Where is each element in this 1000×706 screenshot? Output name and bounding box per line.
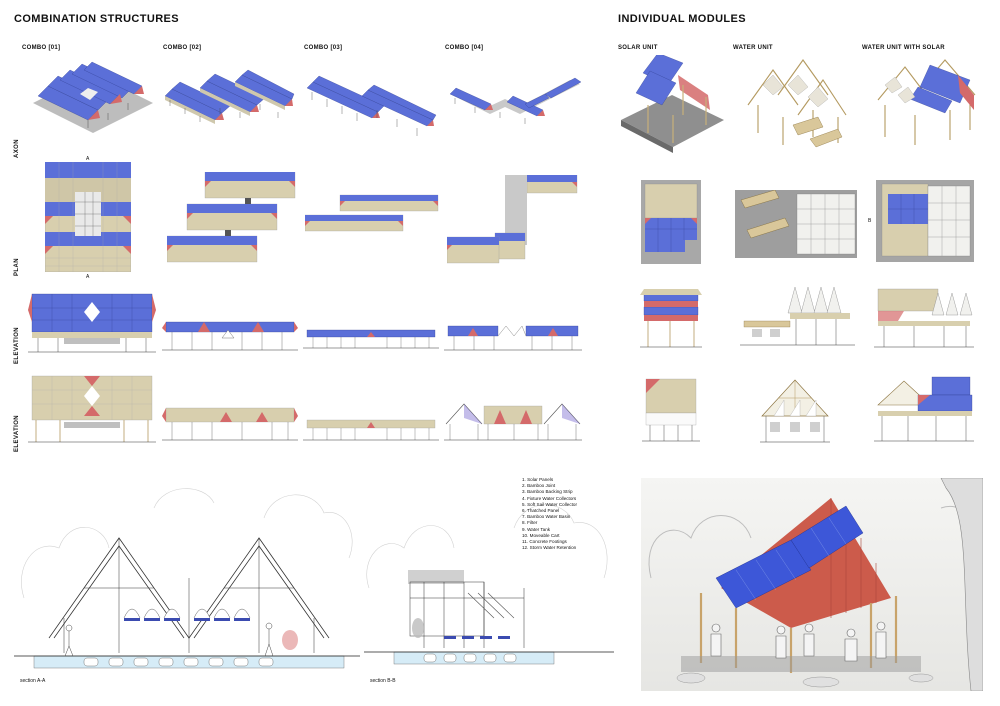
section-a-a-drawing: section A-A	[14, 478, 360, 690]
water-unit-with-solar-elevation-side	[874, 375, 974, 449]
combo-02-label: COMBO [02]	[163, 45, 202, 51]
legend-item: 8. Filter	[522, 520, 538, 526]
legend-item: 12. Storm Water Retention	[522, 545, 577, 551]
plan-mark-a-top: A	[86, 156, 90, 162]
row-label-axon: AXON	[14, 139, 20, 158]
combination-structures-title: COMBINATION STRUCTURES	[14, 13, 180, 25]
solar-unit-elevation-front	[640, 285, 702, 357]
combo-04-elevation-side	[444, 398, 582, 444]
row-label-plan: PLAN	[14, 258, 20, 276]
combo-03-label: COMBO [03]	[304, 45, 343, 51]
water-unit-plan	[735, 190, 857, 258]
legend-item: 6. Thatched Panel	[522, 508, 560, 514]
legend-item: 11. Concrete Footings	[522, 539, 567, 545]
combo-01-elevation-front	[28, 286, 156, 358]
combo-04-plan	[447, 175, 582, 267]
legend-list: 1. Solar Panels 2. Bamboo Joint 3. Bambo…	[522, 477, 614, 551]
water-unit-elevation-side	[760, 378, 830, 450]
legend-item: 3. Bamboo Backing Strip	[522, 489, 573, 495]
combo-01-plan	[45, 162, 131, 272]
combo-04-axon	[445, 72, 585, 136]
water-unit-with-solar-plan	[876, 180, 974, 262]
combo-03-elevation-front	[303, 326, 439, 352]
combo-04-elevation-front	[444, 320, 582, 354]
combo-02-plan	[167, 172, 297, 268]
solar-unit-axon	[618, 55, 728, 155]
water-unit-axon	[738, 55, 848, 150]
combo-02-axon	[160, 68, 295, 136]
section-b-b-drawing: section B-B	[364, 478, 614, 690]
individual-modules-title: INDIVIDUAL MODULES	[618, 13, 747, 25]
row-label-elevation-1: ELEVATION	[14, 326, 20, 364]
row-label-elevation-2: ELEVATION	[14, 414, 20, 452]
legend-item: 4. Fixture Water Collectors	[522, 495, 577, 501]
combo-03-elevation-side	[303, 416, 439, 444]
legend-item: 7. Bamboo Water Basin	[522, 514, 571, 520]
water-unit-with-solar-label: WATER UNIT WITH SOLAR	[862, 45, 945, 51]
section-a-a-label: section A-A	[20, 678, 46, 684]
combo-02-elevation-front	[162, 318, 298, 354]
combo-01-label: COMBO [01]	[22, 45, 61, 51]
solar-unit-elevation-side	[642, 375, 700, 449]
water-unit-elevation-front	[740, 283, 855, 353]
legend-item: 2. Bamboo Joint	[522, 483, 556, 489]
water-unit-with-solar-elevation-front	[874, 285, 974, 355]
solar-unit-label: SOLAR UNIT	[618, 45, 658, 51]
combo-01-axon	[28, 58, 158, 138]
combo-03-axon	[302, 70, 437, 138]
solar-unit-plan	[641, 180, 701, 264]
legend-item: 9. Water Tank	[522, 526, 551, 532]
combo-02-elevation-side	[162, 404, 298, 444]
legend-item: 5. Soft Sail Water Collector	[522, 501, 577, 507]
perspective-render	[641, 478, 983, 691]
combo-01-elevation-side	[28, 372, 156, 448]
legend-item: 10. Moveable Cart	[522, 532, 560, 538]
water-unit-label: WATER UNIT	[733, 45, 773, 51]
plan-mark-b-left: B	[868, 218, 872, 224]
combo-04-label: COMBO [04]	[445, 45, 484, 51]
plan-mark-a-bottom: A	[86, 274, 90, 280]
water-unit-with-solar-axon	[870, 55, 980, 150]
section-b-b-label: section B-B	[370, 678, 396, 684]
combo-03-plan	[305, 193, 440, 237]
legend-item: 1. Solar Panels	[522, 477, 554, 482]
